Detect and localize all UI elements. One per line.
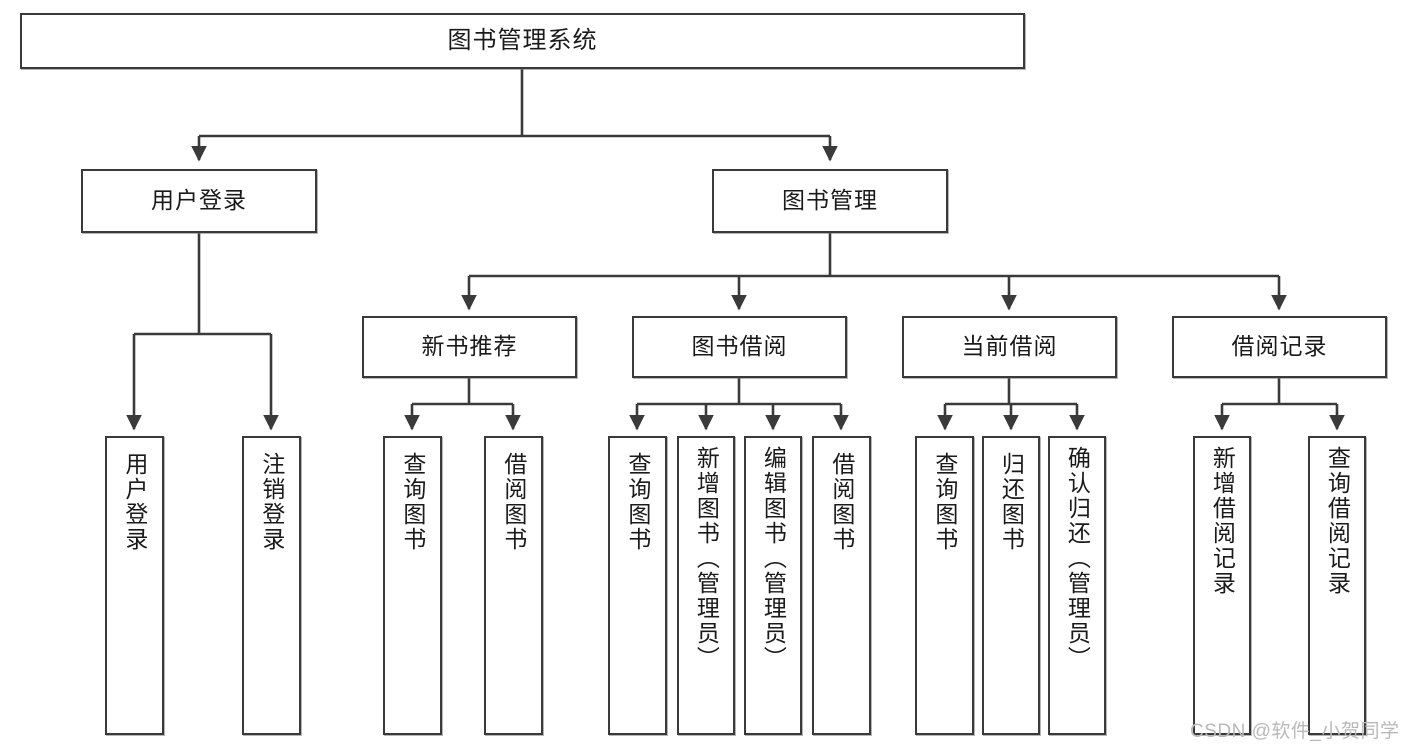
node-borrow-record[interactable]: 借阅记录 <box>1172 316 1387 378</box>
leaf-user-login-login[interactable]: 用户登录 <box>105 436 164 735</box>
watermark-text: CSDN @软件_小贺同学 <box>1190 721 1400 742</box>
leaf-user-login-logout[interactable]: 注销登录 <box>242 436 301 735</box>
leaf-book-borrow-add[interactable]: 新增图书（管理员） <box>677 436 735 735</box>
node-book-borrow[interactable]: 图书借阅 <box>632 316 847 378</box>
leaf-book-borrow-query[interactable]: 查询图书 <box>608 436 667 735</box>
node-book-management[interactable]: 图书管理 <box>712 169 948 233</box>
node-new-book-recommend[interactable]: 新书推荐 <box>362 316 577 378</box>
leaf-current-borrow-query[interactable]: 查询图书 <box>915 436 974 735</box>
leaf-borrow-record-query[interactable]: 查询借阅记录 <box>1308 436 1366 735</box>
leaf-book-borrow-lend[interactable]: 借阅图书 <box>812 436 871 735</box>
leaf-new-book-borrow[interactable]: 借阅图书 <box>484 436 543 735</box>
leaf-new-book-query[interactable]: 查询图书 <box>383 436 442 735</box>
leaf-current-borrow-return[interactable]: 归还图书 <box>982 436 1040 735</box>
leaf-borrow-record-add[interactable]: 新增借阅记录 <box>1193 436 1251 735</box>
leaf-book-borrow-edit[interactable]: 编辑图书（管理员） <box>744 436 802 735</box>
node-user-login[interactable]: 用户登录 <box>81 169 317 233</box>
leaf-current-borrow-confirm-return[interactable]: 确认归还（管理员） <box>1048 436 1106 735</box>
node-root-system[interactable]: 图书管理系统 <box>20 13 1025 69</box>
node-current-borrow[interactable]: 当前借阅 <box>902 316 1117 378</box>
